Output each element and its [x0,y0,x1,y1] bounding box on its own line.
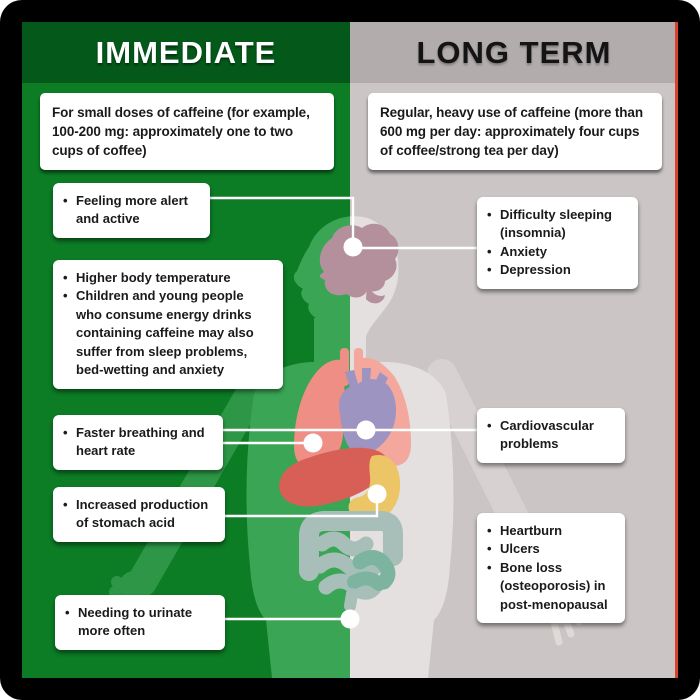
bullet-icon: • [487,418,492,433]
immediate-intro-box: For small doses of caffeine (for example… [40,93,334,171]
bullet-icon: • [487,207,492,222]
effect-box-urination: • Needing to urinate more often [55,595,225,650]
long-term-intro-text: Regular, heavy use of caffeine (more tha… [380,105,643,159]
effect-text: Depression [500,262,571,278]
immediate-intro-text: For small doses of caffeine (for example… [52,105,310,159]
effect-text: Faster breathing and heart rate [76,425,205,459]
bullet-icon: • [487,243,492,259]
heart-shape [338,368,396,455]
bullet-icon: • [487,523,492,538]
bladder-dot [340,609,360,629]
effect-box-stomach-acid: • Increased production of stomach acid [53,487,225,542]
effect-text: Feeling more alert and active [76,193,188,227]
bullet-item: • Bone loss (osteoporosis) in post-menop… [487,559,615,614]
stomach-dot [367,484,387,504]
bullet-item: • Cardiovascular problems [487,417,615,454]
bullet-item: • Ulcers [487,540,615,558]
bullet-item: • Children and young people who consume … [63,287,273,379]
long-term-header-band [350,22,678,83]
bullet-icon: • [487,262,492,278]
effect-text: Needing to urinate more often [78,605,193,639]
bullet-icon: • [63,497,68,512]
effect-box-breathing-heart: • Faster breathing and heart rate [53,415,223,470]
bullet-item: • Faster breathing and heart rate [63,424,213,461]
bullet-icon: • [65,605,70,620]
effect-text: Increased production of stomach acid [76,497,209,531]
effect-text: Anxiety [500,243,547,259]
effect-box-body-temperature: • Higher body temperature • Children and… [53,260,283,389]
bullet-icon: • [487,541,492,557]
long-term-header: LONG TERM [350,22,678,83]
bullet-icon: • [63,288,68,304]
bullet-item: • Heartburn [487,522,615,540]
effect-box-digestive-bone: • Heartburn • Ulcers • Bone loss (osteop… [477,513,625,624]
bullet-item: • Needing to urinate more often [65,604,215,641]
effect-text: Children and young people who consume en… [76,288,254,378]
bullet-icon: • [487,559,492,575]
immediate-header: IMMEDIATE [22,22,350,83]
brain-shape [319,223,399,304]
liver-shape [279,447,388,507]
effect-text: Difficulty sleeping (insomnia) [500,207,612,241]
effect-text: Higher body temperature [76,270,231,285]
bullet-icon: • [63,425,68,440]
bullet-icon: • [63,270,68,285]
effect-text: Cardiovascular problems [500,418,594,452]
left-arm [127,359,277,597]
long-term-title: LONG TERM [416,34,612,70]
immediate-header-band [22,22,350,83]
long-term-intro-box: Regular, heavy use of caffeine (more tha… [368,93,662,171]
effect-text: Ulcers [500,541,540,557]
effect-text: Bone loss (osteoporosis) in post-menopau… [500,559,608,612]
bullet-item: • Difficulty sleeping (insomnia) [487,206,628,243]
effect-box-cardiovascular: • Cardiovascular problems [477,408,625,463]
infographic-content: IMMEDIATE LONG TERM For small doses of c… [22,22,678,678]
bullet-item: • Increased production of stomach acid [63,496,215,533]
bullet-item: • Feeling more alert and active [63,192,200,229]
connector-brain-left [210,196,355,247]
bullet-item: • Higher body temperature [63,269,273,287]
lung-dot [303,433,323,453]
bullet-item: • Depression [487,261,628,279]
effect-box-alertness: • Feeling more alert and active [53,183,210,238]
bullet-item: • Anxiety [487,243,628,261]
heart-dot [356,420,376,440]
intestines-shape [299,511,403,612]
brain-dot [343,237,363,257]
edge-accent-line [675,22,678,678]
effect-box-brain: • Difficulty sleeping (insomnia) • Anxie… [477,197,638,289]
effect-text: Heartburn [500,523,563,538]
bullet-icon: • [63,193,68,208]
organ-dots [303,237,387,629]
immediate-title: IMMEDIATE [95,34,277,70]
